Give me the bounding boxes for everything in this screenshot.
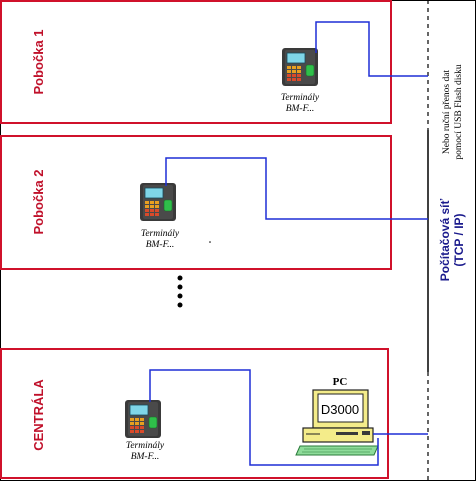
central-terminal-label-line1: Terminály xyxy=(126,441,165,451)
branch-2-cable xyxy=(165,157,428,220)
ellipsis-dots-icon xyxy=(177,275,183,308)
usb-note-line1: Nebo ruční přenos dat xyxy=(442,70,452,155)
central-terminal-cable xyxy=(149,369,379,466)
fingerprint-terminal-icon xyxy=(281,47,319,87)
network-label-line2: (TCP / IP) xyxy=(452,213,466,266)
usb-note-line2: pomocí USB Flash disku xyxy=(454,64,464,160)
branch-2-label: Pobočka 2 xyxy=(31,169,46,234)
branch-2-box: Pobočka 2 Terminály BM-F... xyxy=(0,135,392,270)
network-label-line1: Počítačová síť xyxy=(438,199,452,282)
central-label: CENTRÁLA xyxy=(31,379,46,451)
pc-icon xyxy=(295,389,379,456)
branch-1-label: Pobočka 1 xyxy=(31,29,46,94)
branch-1-terminal-label-line1: Terminály xyxy=(281,93,320,103)
central-terminal-label-line2: BM-F... xyxy=(131,452,160,462)
pc-screen-text: D3000 xyxy=(321,402,359,417)
fingerprint-terminal-icon xyxy=(124,399,162,439)
central-box: CENTRÁLA Terminály BM-F... PC D3000 xyxy=(0,348,389,479)
branch-2-terminal-label-line2: BM-F... xyxy=(146,240,175,250)
branch-1-cable xyxy=(315,21,428,77)
branch-1-box: Pobočka 1 Terminály BM-F... xyxy=(0,0,392,124)
fingerprint-terminal-icon xyxy=(139,182,177,222)
branch-1-terminal-label-line2: BM-F... xyxy=(286,104,315,114)
branch-2-terminal-label-line1: Terminály xyxy=(141,229,180,239)
pc-label: PC xyxy=(333,376,348,388)
